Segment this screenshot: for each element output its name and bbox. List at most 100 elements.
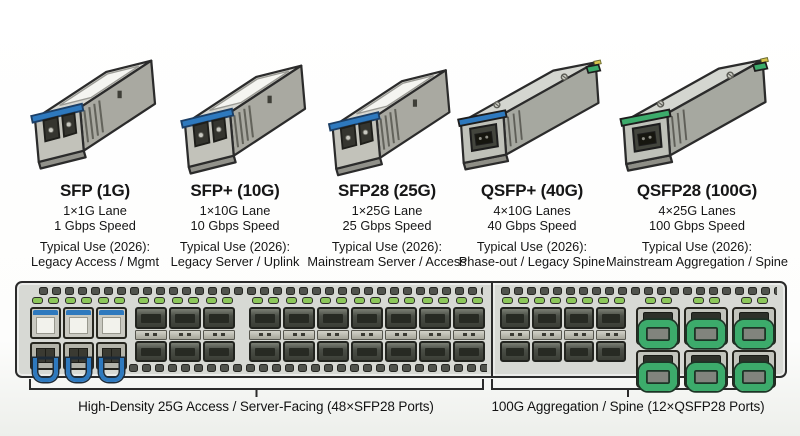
port-led-pair: [319, 297, 347, 304]
status-led: [403, 297, 415, 304]
module-title: QSFP+ (40G): [480, 181, 584, 200]
lc-blue-bail: [66, 358, 91, 382]
qsfp28-green-pull-tab: [639, 363, 677, 391]
status-led: [581, 297, 593, 304]
vent-slot: [501, 287, 510, 295]
port-led-pair: [137, 297, 165, 304]
status-led: [285, 297, 297, 304]
cage-opening-bottom: [385, 340, 417, 362]
module-speed: 10 Gbps Speed: [190, 218, 280, 233]
vent-slot: [442, 287, 451, 295]
sfp28-port-column: [385, 297, 417, 362]
vent-slot: [402, 364, 411, 372]
vent-slot: [350, 364, 359, 372]
vent-row-top: [501, 287, 777, 295]
vent-slot: [527, 287, 536, 295]
vent-slot: [285, 364, 294, 372]
cage-opening-top: [203, 307, 235, 329]
status-led: [517, 297, 529, 304]
status-led: [65, 297, 76, 304]
qsfp28-module-column: [636, 297, 680, 393]
vent-slot: [104, 287, 113, 295]
module-title: SFP (1G): [60, 181, 130, 200]
vent-slot: [195, 287, 204, 295]
port-led-pair: [421, 297, 449, 304]
port-led-pair: [251, 297, 279, 304]
sfp-blue-latch: [99, 310, 124, 315]
qsfp28-module-illustration: [610, 26, 796, 176]
vent-slot: [376, 364, 385, 372]
status-led: [171, 297, 183, 304]
port-led-pair: [65, 297, 92, 304]
qsfp28-port-column: [564, 297, 594, 362]
status-led: [501, 297, 513, 304]
vent-slot: [325, 287, 334, 295]
vent-slot: [220, 364, 229, 372]
status-led: [740, 297, 752, 304]
vent-slot: [52, 287, 61, 295]
module-use-label: Typical Use (2026):: [641, 239, 753, 254]
module-caption-sfp: SFP (1G) 1×1G Lane 1 Gbps Speed Typical …: [10, 181, 180, 269]
status-led: [644, 297, 656, 304]
vent-slot: [142, 364, 151, 372]
qsfp28-green-pull-tab: [687, 320, 725, 348]
vent-slot: [39, 287, 48, 295]
vent-slot: [207, 364, 216, 372]
status-led: [597, 297, 609, 304]
status-led: [471, 297, 483, 304]
status-led: [437, 297, 449, 304]
port-led-pair: [171, 297, 199, 304]
qsfp28-green-pull-tab: [735, 320, 773, 348]
cage-opening-bottom: [500, 340, 530, 362]
vent-slot: [78, 287, 87, 295]
qsfp28-section-label: 100G Aggregation / Spine (12×QSFP28 Port…: [491, 399, 765, 414]
empty-sfp28-cage: [351, 307, 383, 362]
sfp28-port-column: [317, 297, 349, 362]
port-led-pair: [455, 297, 483, 304]
vent-slot: [246, 364, 255, 372]
module-title: QSFP28 (100G): [636, 181, 758, 200]
vent-slot: [761, 287, 770, 295]
status-led: [708, 297, 720, 304]
plugged-qsfp28-module: [684, 307, 728, 348]
vent-slot: [221, 287, 230, 295]
vent-slot: [364, 287, 373, 295]
qsfp28-port-column: [500, 297, 530, 362]
sfp-module-body: [30, 307, 61, 339]
cage-latch-strip: [169, 329, 201, 340]
cage-opening-bottom: [283, 340, 315, 362]
vent-slot: [143, 287, 152, 295]
sfp28-module-illustration: [318, 38, 464, 181]
status-led: [267, 297, 279, 304]
vent-slot: [247, 287, 256, 295]
vent-slot: [468, 287, 477, 295]
qsfp28-port-column: [596, 297, 626, 362]
vent-slot: [91, 287, 100, 295]
cage-opening-top: [283, 307, 315, 329]
status-led: [756, 297, 768, 304]
cage-latch-strip: [283, 329, 315, 340]
qsfp28-port-section: [491, 283, 785, 391]
status-led: [81, 297, 92, 304]
vent-slot: [169, 287, 178, 295]
status-led: [455, 297, 467, 304]
empty-sfp28-cage: [317, 307, 349, 362]
cage-opening-top: [532, 307, 562, 329]
qsfp28-green-pull-tab: [735, 363, 773, 391]
cage-opening-top: [351, 307, 383, 329]
vent-slot: [605, 287, 614, 295]
status-led: [613, 297, 625, 304]
port-led-pair: [32, 297, 59, 304]
vent-slot: [324, 364, 333, 372]
vent-slot: [389, 364, 398, 372]
vent-slot: [553, 287, 562, 295]
sfp28-port-column: [283, 297, 315, 362]
module-use: Mainstream Server / Access: [307, 254, 467, 269]
vent-slot: [566, 287, 575, 295]
port-led-pair: [533, 297, 561, 304]
cage-opening-bottom: [532, 340, 562, 362]
plugged-sfp-module: [63, 297, 94, 382]
qsfp28-module-column: [684, 297, 728, 393]
empty-sfp28-cage: [453, 307, 485, 362]
status-led: [565, 297, 577, 304]
